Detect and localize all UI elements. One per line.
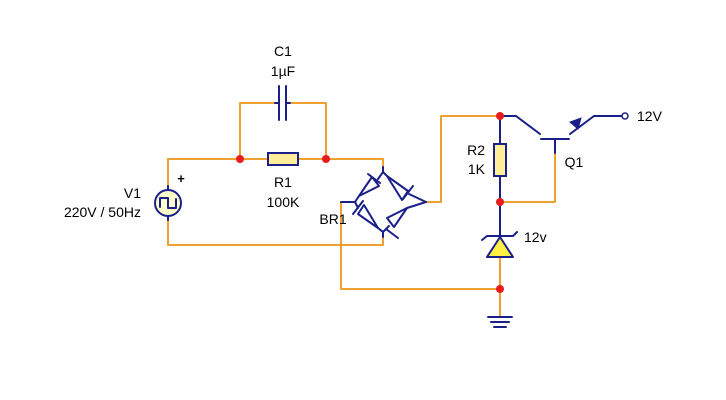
v1-value-label: 220V / 50Hz <box>64 204 141 220</box>
r2-name-label: R2 <box>467 142 485 158</box>
r1-value-label: 100K <box>267 194 300 210</box>
c1-value-label: 1µF <box>271 63 295 79</box>
output-voltage-label: 12V <box>637 108 663 124</box>
bridge-rectifier-br1 <box>340 166 427 239</box>
ac-source-v1: + <box>154 171 185 221</box>
v1-name-label: V1 <box>124 185 141 201</box>
output-terminal <box>621 112 629 120</box>
wire-base <box>499 152 556 203</box>
wire-bridge-negative <box>340 201 501 290</box>
junction-node <box>496 285 504 293</box>
junction-node <box>496 198 504 206</box>
c1-name-label: C1 <box>274 43 292 59</box>
wire-top-right <box>297 158 384 168</box>
capacitor-c1 <box>274 85 291 121</box>
wire-c1-left <box>239 102 276 160</box>
wire-c1-right <box>289 102 327 160</box>
v1-polarity-label: + <box>177 171 185 186</box>
junction-node <box>236 155 244 163</box>
wires <box>167 102 556 318</box>
wire-source-bottom <box>167 218 384 246</box>
r1-name-label: R1 <box>274 174 292 190</box>
transistor-q1 <box>499 115 595 154</box>
junction-node <box>496 112 504 120</box>
wire-bridge-positive <box>425 115 501 203</box>
q1-name-label: Q1 <box>565 154 584 170</box>
zener-diode <box>481 231 518 258</box>
ground-icon <box>487 316 513 328</box>
r2-value-label: 1K <box>468 161 486 177</box>
square-wave-icon <box>159 197 177 209</box>
junction-nodes <box>236 112 504 293</box>
resistor-r2 <box>493 143 507 177</box>
resistor-r1 <box>267 152 299 166</box>
junction-node <box>322 155 330 163</box>
zener-value-label: 12v <box>524 229 547 245</box>
br1-name-label: BR1 <box>319 211 346 227</box>
